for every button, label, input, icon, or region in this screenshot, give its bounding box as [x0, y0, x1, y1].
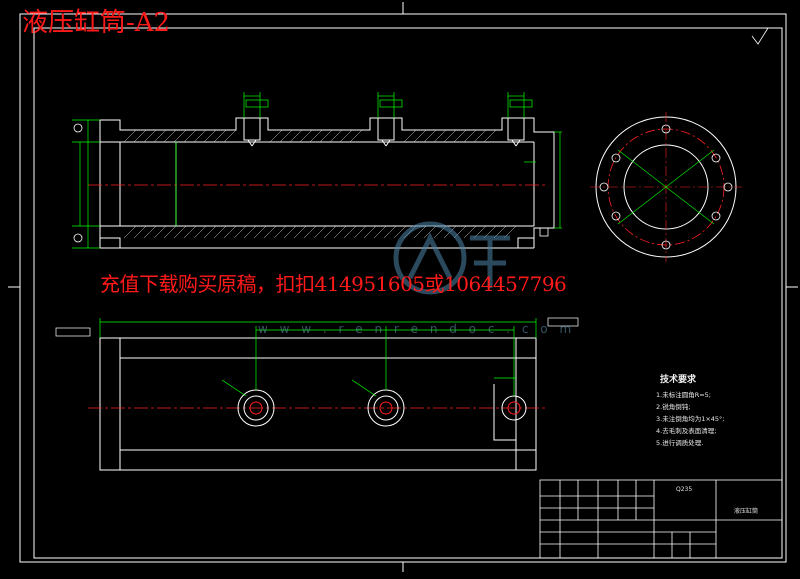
title-block-material: Q235	[676, 486, 693, 493]
tech-requirement-item: 4.去毛刺及表面清理;	[656, 427, 717, 435]
top-view-dimensions	[55, 317, 579, 397]
drawing-title: 液压缸筒-A2	[22, 8, 171, 38]
tech-requirements-heading: 技术要求	[660, 375, 697, 385]
watermark-logo-icon	[393, 221, 510, 295]
surface-finish-symbol	[751, 27, 769, 45]
front-dimensions	[72, 92, 562, 249]
tech-requirement-item: 2.锐角倒钝;	[656, 403, 691, 411]
tech-requirement-item: 5.进行调质处理.	[656, 439, 704, 447]
front-section-view	[99, 117, 555, 249]
end-view	[590, 112, 742, 262]
top-view	[99, 337, 537, 471]
drawing-frame	[8, 2, 798, 572]
datum-marks	[73, 123, 549, 243]
tech-requirements-list: 1.未标注圆角R=5; 2.锐角倒钝; 3.未注倒角均为1×45°; 4.去毛刺…	[656, 389, 725, 449]
tech-requirement-item: 1.未标注圆角R=5;	[656, 391, 711, 399]
title-block-part-name: 液压缸筒	[734, 508, 759, 515]
tech-requirement-item: 3.未注倒角均为1×45°;	[656, 415, 725, 423]
title-block	[539, 479, 783, 559]
section-hatching	[123, 129, 517, 239]
watermark-text: w w w . r e n r e n d o c . c o m	[258, 322, 576, 336]
promo-banner: 充值下载购买原稿，扣扣414951605或1064457796	[100, 272, 567, 296]
